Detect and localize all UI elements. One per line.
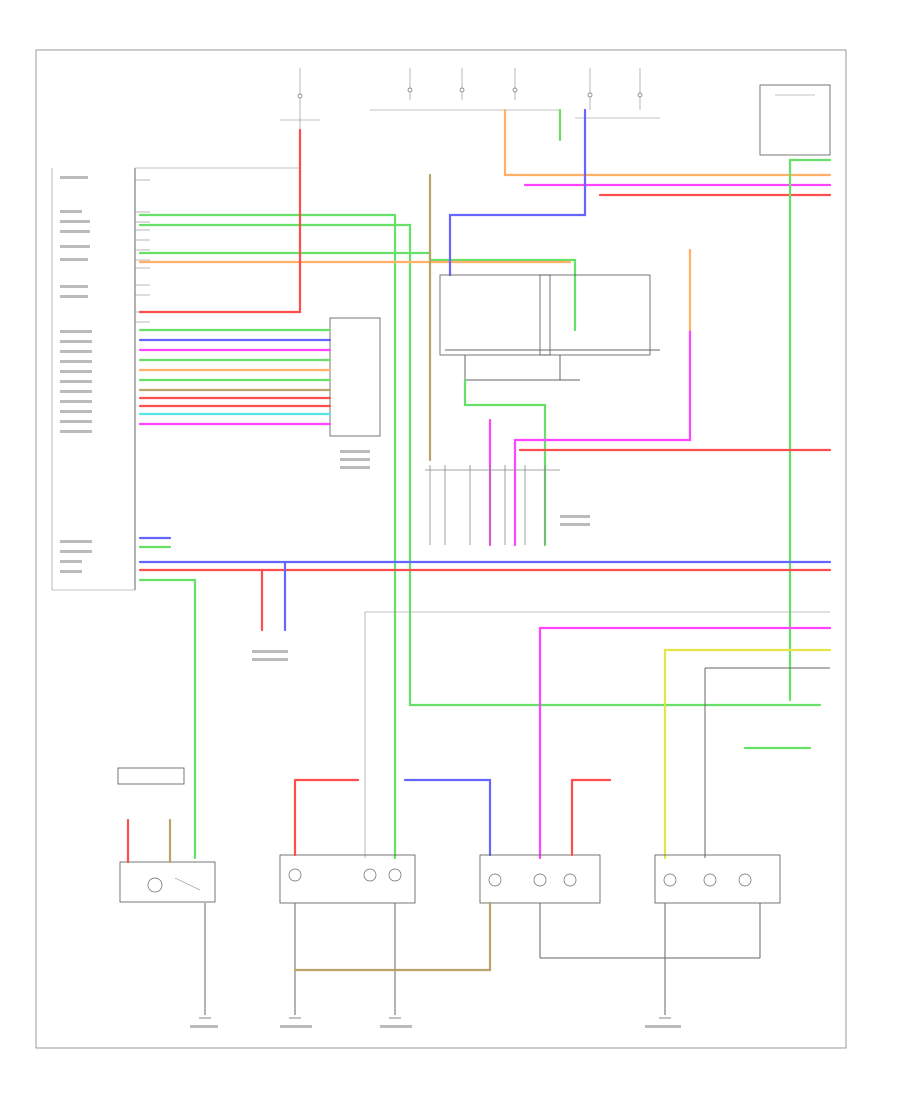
lamp-switch xyxy=(117,767,216,903)
lamp-assembly-left xyxy=(279,854,416,904)
wire-red-lamp-left xyxy=(293,778,360,857)
lamp-assembly-center xyxy=(479,854,601,904)
connector-block xyxy=(329,317,381,437)
module-to-connector-wires xyxy=(138,328,332,426)
diagram-frame xyxy=(35,49,847,1049)
relay-area xyxy=(439,274,660,381)
fuse-group-far-right xyxy=(759,84,831,156)
left-control-module xyxy=(51,167,300,591)
wire-brown-ground xyxy=(293,901,492,972)
wire-orange-bundle xyxy=(503,108,832,177)
wire-blue-lamp xyxy=(403,778,492,857)
wire-red-trailer xyxy=(138,128,302,314)
ground-lines xyxy=(204,903,761,1015)
wire-blue-bundle xyxy=(448,108,587,277)
connector-pin-row xyxy=(425,465,560,545)
wire-green-top-a xyxy=(138,213,397,860)
fuse-group-center xyxy=(370,68,560,111)
wire-magenta-relay-c xyxy=(513,328,692,442)
wire-green-low xyxy=(138,578,197,860)
left-module-pins xyxy=(135,179,150,323)
wire-red-lamp-center xyxy=(570,778,612,857)
fuse-group-right xyxy=(575,68,660,119)
wire-green-top-c xyxy=(138,251,577,332)
label-marks xyxy=(60,176,681,1028)
lamp-assembly-right xyxy=(654,854,781,904)
wire-green-far-right xyxy=(788,158,832,702)
wire-green-top-b xyxy=(138,223,822,707)
